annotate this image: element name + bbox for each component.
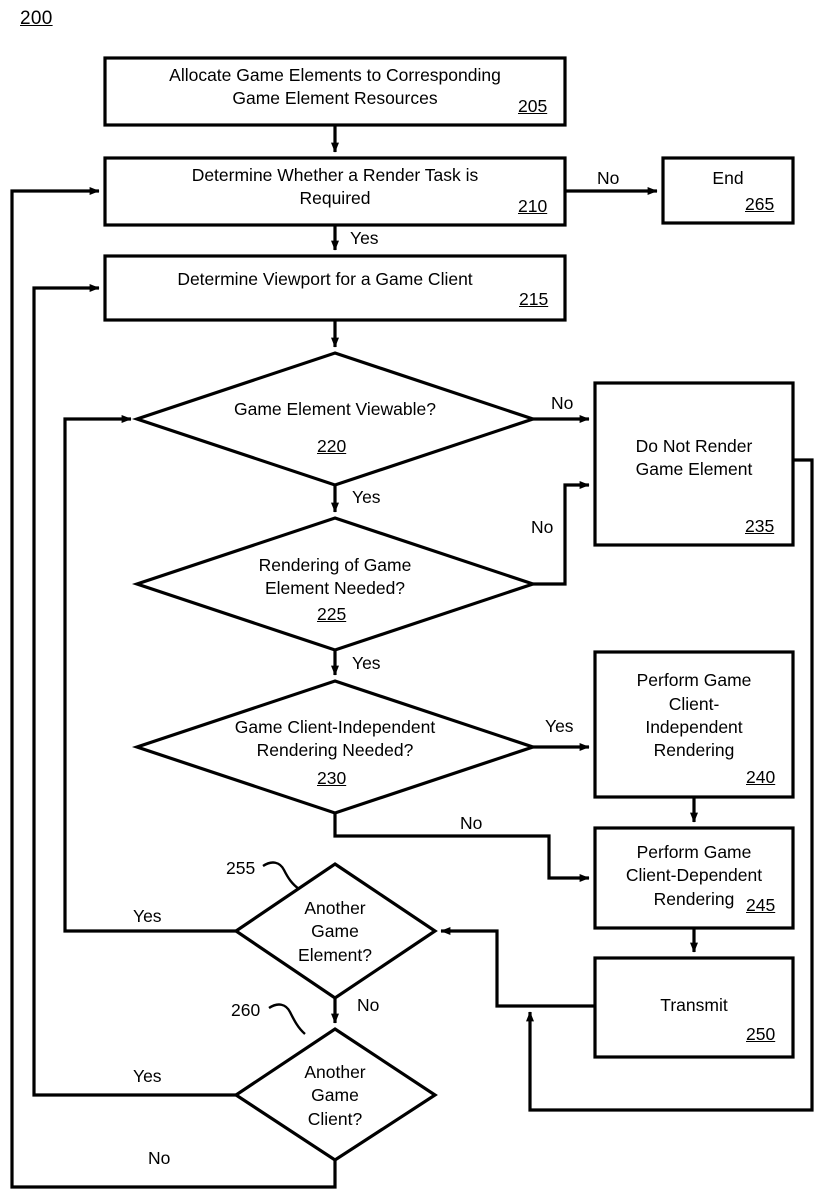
edge-label-260-210-no: No [148,1148,171,1168]
edge-260-to-215-yes [32,284,236,1097]
edge-label-220-225-yes: Yes [352,487,381,507]
edge-label-225-230-yes: Yes [352,653,381,673]
edge-label-210-265-no: No [597,168,620,188]
edge-label-230-245-no: No [460,813,483,833]
edge-255-to-220-yes [63,415,236,933]
edge-label-220-235-no: No [551,393,574,413]
node-245-ref: 245 [746,895,776,915]
node-205-shape [103,56,567,127]
node-215-ref: 215 [519,289,549,309]
edge-label-225-235-no: No [531,517,554,537]
node-230-ref: 230 [317,768,347,788]
node-225-shape [131,516,539,652]
edge-label-260-215-yes: Yes [133,1066,162,1086]
leader-number-255: 255 [226,858,256,878]
node-210-shape [103,156,567,227]
edge-label-255-220-yes: Yes [133,906,162,926]
edge-label-230-240-yes: Yes [545,716,574,736]
node-265-ref: 265 [745,194,775,214]
edge-260-to-210-no [10,187,337,1189]
node-230-shape [131,679,539,815]
leader-260 [268,1003,306,1035]
node-220-ref: 220 [317,436,347,456]
edge-230-to-245-no [333,813,590,882]
edge-225-to-235-no [533,481,590,586]
node-235-shape [593,381,795,547]
edge-235-return [526,458,814,1112]
leader-255 [262,861,300,890]
edge-label-210-215-yes: Yes [350,228,379,248]
node-210-ref: 210 [518,196,548,216]
node-205-ref: 205 [518,96,548,116]
edge-250-to-255 [440,927,595,1008]
leader-number-260: 260 [231,1000,261,1020]
node-225-ref: 225 [317,604,347,624]
figure-number: 200 [20,8,53,29]
node-220-shape [131,351,539,487]
node-250-ref: 250 [746,1024,776,1044]
node-255-shape [233,862,438,1000]
node-215-shape [103,254,567,322]
node-265-shape [661,156,795,225]
node-240-ref: 240 [746,767,776,787]
node-235-ref: 235 [745,516,775,536]
edge-label-255-260-no: No [357,995,380,1015]
node-260-shape [233,1027,438,1162]
